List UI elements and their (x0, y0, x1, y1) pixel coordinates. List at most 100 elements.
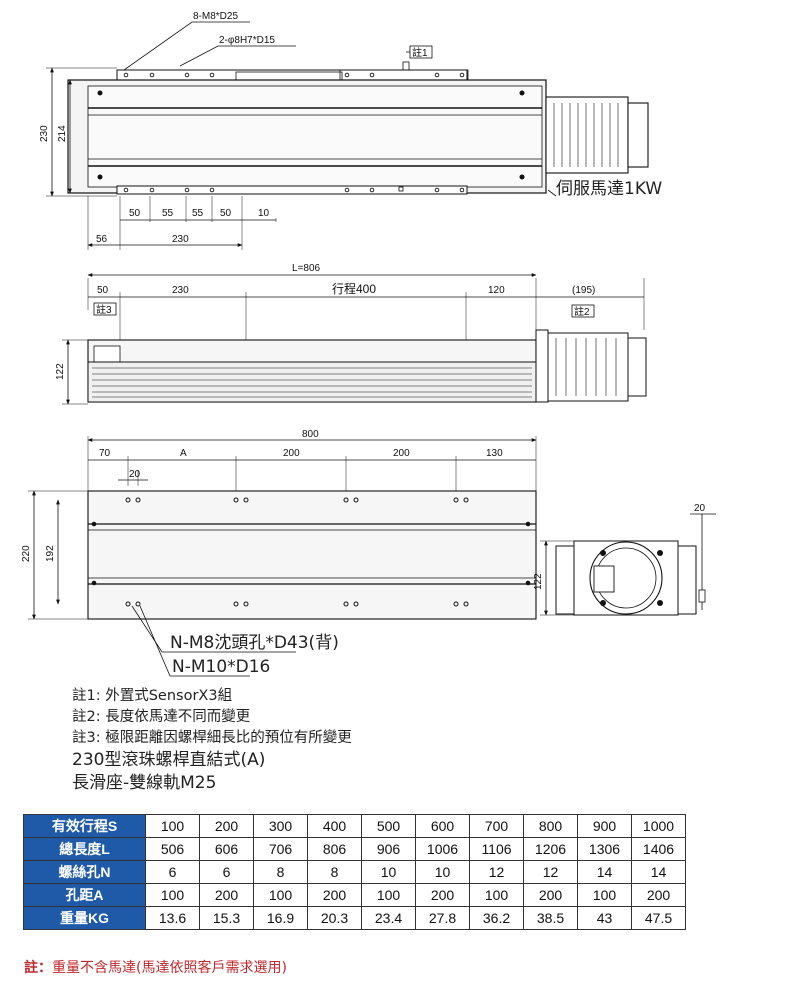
dim-spacing-4: 50 (220, 208, 232, 219)
row-header: 總長度L (23, 837, 146, 861)
note3-tag: 註3 (96, 304, 112, 316)
table-cell: 706 (253, 837, 308, 861)
side-view: L=806 50 230 行程400 120 (195) 註3 註2 (55, 263, 647, 405)
callout-screw: 8-M8*D25 (193, 11, 238, 22)
table-cell: 1106 (469, 837, 524, 861)
table-cell: 43 (577, 906, 632, 930)
table-cell: 200 (199, 814, 254, 838)
dim-hole-gap: 20 (129, 469, 141, 480)
row-header: 螺絲孔N (23, 860, 146, 884)
dim-spacing-5: 10 (258, 208, 270, 219)
dim-bottom-height-outer: 220 (21, 545, 32, 562)
table-cell: 13.6 (145, 906, 200, 930)
table-cell: 8 (307, 860, 362, 884)
table-cell: 1000 (631, 814, 686, 838)
dim-stroke: 行程400 (332, 281, 376, 296)
dim-end-height: 122 (533, 573, 544, 590)
dim-pitch-1: 200 (283, 448, 300, 459)
dim-spacing-2: 55 (162, 208, 174, 219)
table-cell: 1206 (523, 837, 578, 861)
dim-side-right: 120 (488, 285, 505, 296)
table-cell: 8 (253, 860, 308, 884)
table-cell: 200 (307, 883, 362, 907)
dim-bottom-height-inner: 192 (45, 545, 56, 562)
motor-label: 伺服馬達1KW (556, 179, 662, 199)
table-cell: 200 (415, 883, 470, 907)
note-line-2: 註2: 長度依馬達不同而變更 (72, 709, 251, 725)
table-cell: 100 (253, 883, 308, 907)
table-cell: 1006 (415, 837, 470, 861)
table-cell: 100 (469, 883, 524, 907)
table-cell: 100 (145, 814, 200, 838)
table-cell: 6 (199, 860, 254, 884)
table-cell: 15.3 (199, 906, 254, 930)
table-cell: 23.4 (361, 906, 416, 930)
end-view: 20 122 (533, 503, 716, 616)
table-cell: 900 (577, 814, 632, 838)
table-cell: 300 (253, 814, 308, 838)
footnote-text: 重量不含馬達(馬達依照客戶需求選用) (52, 960, 287, 976)
table-cell: 506 (145, 837, 200, 861)
dim-bottom-left: 70 (99, 448, 111, 459)
table-cell: 200 (523, 883, 578, 907)
dim-spacing-3: 55 (192, 208, 204, 219)
row-header: 有效行程S (23, 814, 146, 838)
row-header: 孔距A (23, 883, 146, 907)
table-cell: 47.5 (631, 906, 686, 930)
note-line-3: 註3: 極限距離因螺桿細長比的預位有所變更 (72, 730, 352, 746)
table-cell: 6 (145, 860, 200, 884)
table-cell: 36.2 (469, 906, 524, 930)
dim-hole-pitch-a: A (180, 448, 187, 459)
callout-counterbore: N-M8沈頭孔*D43(背) (170, 633, 339, 653)
table-cell: 12 (523, 860, 578, 884)
dim-height-outer: 230 (39, 125, 50, 142)
table-cell: 38.5 (523, 906, 578, 930)
top-view: 8-M8*D25 2-φ8H7*D15 註1 230 214 50 55 55 … (39, 11, 662, 250)
table-cell: 600 (415, 814, 470, 838)
table-cell: 1306 (577, 837, 632, 861)
table-cell: 400 (307, 814, 362, 838)
dim-height-inner: 214 (57, 125, 68, 142)
technical-drawing: 8-M8*D25 2-φ8H7*D15 註1 230 214 50 55 55 … (21, 11, 716, 677)
dim-end-top: 20 (694, 503, 706, 514)
dim-total-length: L=806 (292, 263, 321, 274)
table-cell: 10 (361, 860, 416, 884)
dim-spacing-1: 50 (129, 208, 141, 219)
model-title: 230型滾珠螺桿直結式(A) (72, 750, 266, 770)
table-cell: 500 (361, 814, 416, 838)
footnote-prefix: 註： (24, 960, 52, 976)
dim-bottom-right: 130 (486, 448, 503, 459)
row-header: 重量KG (23, 906, 146, 930)
notes-block: 註1: 外置式SensorX3組 註2: 長度依馬達不同而變更 註3: 極限距離… (72, 686, 492, 795)
note2-tag: 註2 (574, 306, 590, 318)
note1-tag: 註1 (412, 47, 428, 59)
note-line-1: 註1: 外置式SensorX3組 (72, 688, 233, 704)
table-cell: 12 (469, 860, 524, 884)
footnote: 註：重量不含馬達(馬達依照客戶需求選用) (24, 957, 287, 977)
table-cell: 10 (415, 860, 470, 884)
table-cell: 906 (361, 837, 416, 861)
table-cell: 100 (145, 883, 200, 907)
table-cell: 606 (199, 837, 254, 861)
table-cell: 100 (577, 883, 632, 907)
dim-bottom-total: 800 (302, 429, 319, 440)
table-cell: 100 (361, 883, 416, 907)
table-cell: 14 (577, 860, 632, 884)
table-cell: 16.9 (253, 906, 308, 930)
table-cell: 806 (307, 837, 362, 861)
table-cell: 200 (199, 883, 254, 907)
table-cell: 14 (631, 860, 686, 884)
dim-side-height: 122 (55, 363, 66, 380)
model-subtitle: 長滑座-雙線軌M25 (72, 773, 217, 793)
dim-side-carriage: 230 (172, 285, 189, 296)
table-cell: 27.8 (415, 906, 470, 930)
dim-left-offset: 56 (96, 234, 108, 245)
dim-carriage-top: 230 (172, 234, 189, 245)
callout-thread: N-M10*D16 (172, 657, 270, 677)
table-cell: 200 (631, 883, 686, 907)
